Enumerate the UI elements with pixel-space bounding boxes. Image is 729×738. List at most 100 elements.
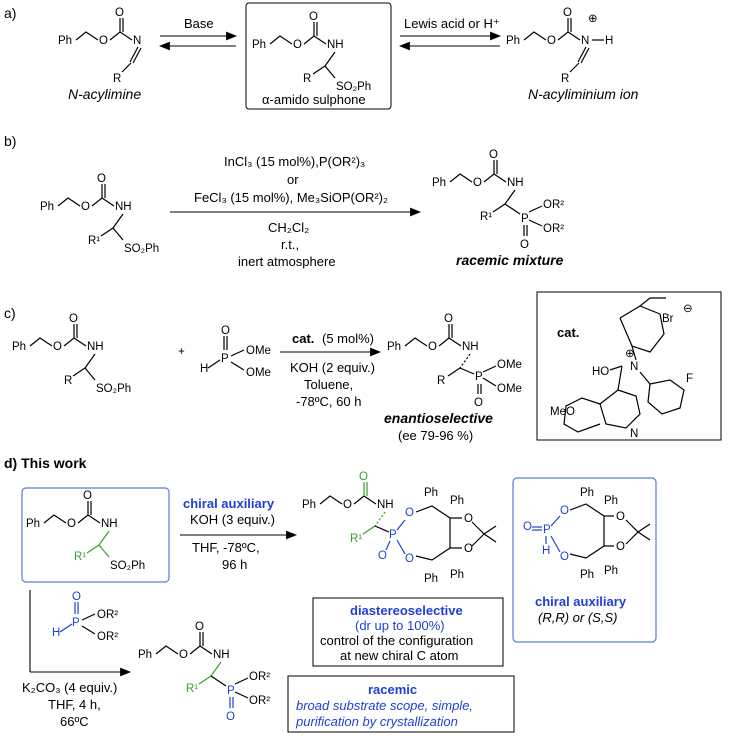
panel-c-label: c) xyxy=(4,305,16,321)
chiral-auxiliary-reagent: chiral auxiliary xyxy=(183,496,275,511)
svg-text:O: O xyxy=(560,551,569,563)
svg-text:N: N xyxy=(581,35,589,47)
chiral-auxiliary-structure: O P H O O Ph Ph Ph Ph O O xyxy=(523,487,651,581)
svg-text:P: P xyxy=(521,213,529,225)
svg-text:OMe: OMe xyxy=(246,345,271,357)
panel-c-conditions: -78ºC, 60 h xyxy=(296,394,361,409)
n-acylimine-structure: Ph O O N R xyxy=(58,7,142,85)
panel-b-product: Ph O O NH R¹ P OR² OR² O xyxy=(432,149,564,251)
svg-text:Ph: Ph xyxy=(58,35,72,47)
svg-text:P: P xyxy=(543,524,551,536)
svg-text:Ph: Ph xyxy=(302,499,316,511)
svg-text:O: O xyxy=(359,471,368,483)
svg-text:O: O xyxy=(560,505,569,517)
amido-sulphone-label: α-amido sulphone xyxy=(262,92,366,107)
panel-d-label: d) This work xyxy=(4,455,87,471)
svg-text:OR²: OR² xyxy=(249,695,270,707)
lewis-acid-label: Lewis acid or H⁺ xyxy=(404,16,500,31)
svg-text:N: N xyxy=(133,35,141,47)
svg-text:OR²: OR² xyxy=(249,671,270,683)
svg-text:OMe: OMe xyxy=(497,359,522,371)
diastereoselective-title: diastereoselective xyxy=(350,603,463,618)
svg-text:H: H xyxy=(200,363,208,375)
svg-text:R¹: R¹ xyxy=(88,235,100,247)
svg-text:H: H xyxy=(542,545,550,557)
svg-text:Ph: Ph xyxy=(12,341,26,353)
svg-text:H: H xyxy=(605,35,613,47)
svg-text:Ph: Ph xyxy=(40,201,54,213)
panel-b-conditions-1: InCl₃ (15 mol%),P(OR²)₃ xyxy=(224,154,365,169)
svg-text:NH: NH xyxy=(87,341,104,353)
svg-text:SO₂Ph: SO₂Ph xyxy=(124,243,159,255)
panel-b-temp: r.t., xyxy=(281,237,299,252)
svg-text:O: O xyxy=(343,499,352,511)
panel-b-solvent: CH₂Cl₂ xyxy=(268,220,309,235)
panel-d-starting-material: Ph O O NH R¹ SO₂Ph xyxy=(26,490,145,572)
svg-text:NH: NH xyxy=(507,177,524,189)
svg-text:Ph: Ph xyxy=(424,487,438,499)
panel-d-thf: THF, 4 h, xyxy=(48,697,101,712)
svg-text:R: R xyxy=(64,375,72,387)
svg-text:⊖: ⊖ xyxy=(683,303,693,315)
svg-text:O: O xyxy=(67,518,76,530)
svg-text:N: N xyxy=(630,361,638,373)
svg-text:O: O xyxy=(464,543,473,555)
panel-c-base: KOH (2 equiv.) xyxy=(290,360,375,375)
chiral-auxiliary-title: chiral auxiliary xyxy=(535,594,627,609)
svg-text:R¹: R¹ xyxy=(350,533,362,545)
enantioselective-label: enantioselective xyxy=(384,410,493,426)
svg-text:OR²: OR² xyxy=(97,609,118,621)
diastereoselective-line3: at new chiral C atom xyxy=(340,648,459,663)
svg-text:O: O xyxy=(69,313,78,325)
svg-text:O: O xyxy=(226,711,235,723)
racemic-line2: purification by crystallization xyxy=(295,714,458,729)
svg-text:O: O xyxy=(53,341,62,353)
svg-text:N: N xyxy=(630,428,638,440)
svg-text:O: O xyxy=(473,177,482,189)
racemic-box xyxy=(287,675,515,733)
panel-c-product: Ph O O NH R P OMe OMe O xyxy=(387,313,522,409)
svg-text:Br: Br xyxy=(662,313,674,325)
svg-text:P: P xyxy=(221,353,229,365)
panel-b-conditions-2: FeCl₃ (15 mol%), Me₃SiOP(OR²)₂ xyxy=(194,190,388,205)
panel-c-catalyst-amount: (5 mol%) xyxy=(322,331,374,346)
svg-text:OR²: OR² xyxy=(97,631,118,643)
ee-label: (ee 79-96 %) xyxy=(398,428,473,443)
panel-d-phosphite: H P O OR² OR² xyxy=(52,591,118,643)
diastereoselective-dr: (dr up to 100%) xyxy=(355,618,445,633)
svg-text:R: R xyxy=(303,73,311,85)
svg-text:⊕: ⊕ xyxy=(588,13,598,25)
racemic-mixture-label: racemic mixture xyxy=(456,252,564,268)
svg-text:Ph: Ph xyxy=(387,341,401,353)
svg-text:NH: NH xyxy=(101,518,118,530)
svg-text:O: O xyxy=(195,621,204,633)
plus-sign: + xyxy=(178,346,185,358)
svg-text:HO: HO xyxy=(592,366,609,378)
panel-d-k2co3: K₂CO₃ (4 equiv.) xyxy=(22,680,117,695)
svg-text:Ph: Ph xyxy=(506,35,520,47)
svg-text:O: O xyxy=(309,11,318,23)
svg-text:R¹: R¹ xyxy=(186,683,198,695)
diastereomeric-product: Ph O O NH R¹ P O O O Ph Ph Ph Ph O O xyxy=(302,471,497,585)
svg-text:Ph: Ph xyxy=(26,518,40,530)
panel-b-atmosphere: inert atmosphere xyxy=(238,254,336,269)
svg-text:O: O xyxy=(293,39,302,51)
svg-text:SO₂Ph: SO₂Ph xyxy=(110,560,145,572)
svg-text:O: O xyxy=(616,511,625,523)
svg-text:O: O xyxy=(464,513,473,525)
svg-text:Ph: Ph xyxy=(424,573,438,585)
svg-text:cat.: cat. xyxy=(557,325,579,340)
svg-text:OMe: OMe xyxy=(497,383,522,395)
svg-text:Ph: Ph xyxy=(604,495,618,507)
panel-b-conditions-or: or xyxy=(287,172,299,187)
svg-text:R¹: R¹ xyxy=(74,551,86,563)
svg-text:R: R xyxy=(561,73,569,85)
svg-text:O: O xyxy=(72,591,81,603)
panel-a-label: a) xyxy=(4,5,16,21)
catalyst-box xyxy=(536,291,722,441)
svg-text:O: O xyxy=(81,201,90,213)
catalyst-structure: cat. Br ⊖ N ⊕ F HO N MeO xyxy=(550,297,693,440)
svg-text:OMe: OMe xyxy=(246,367,271,379)
svg-text:P: P xyxy=(227,685,235,697)
svg-text:R: R xyxy=(437,375,445,387)
